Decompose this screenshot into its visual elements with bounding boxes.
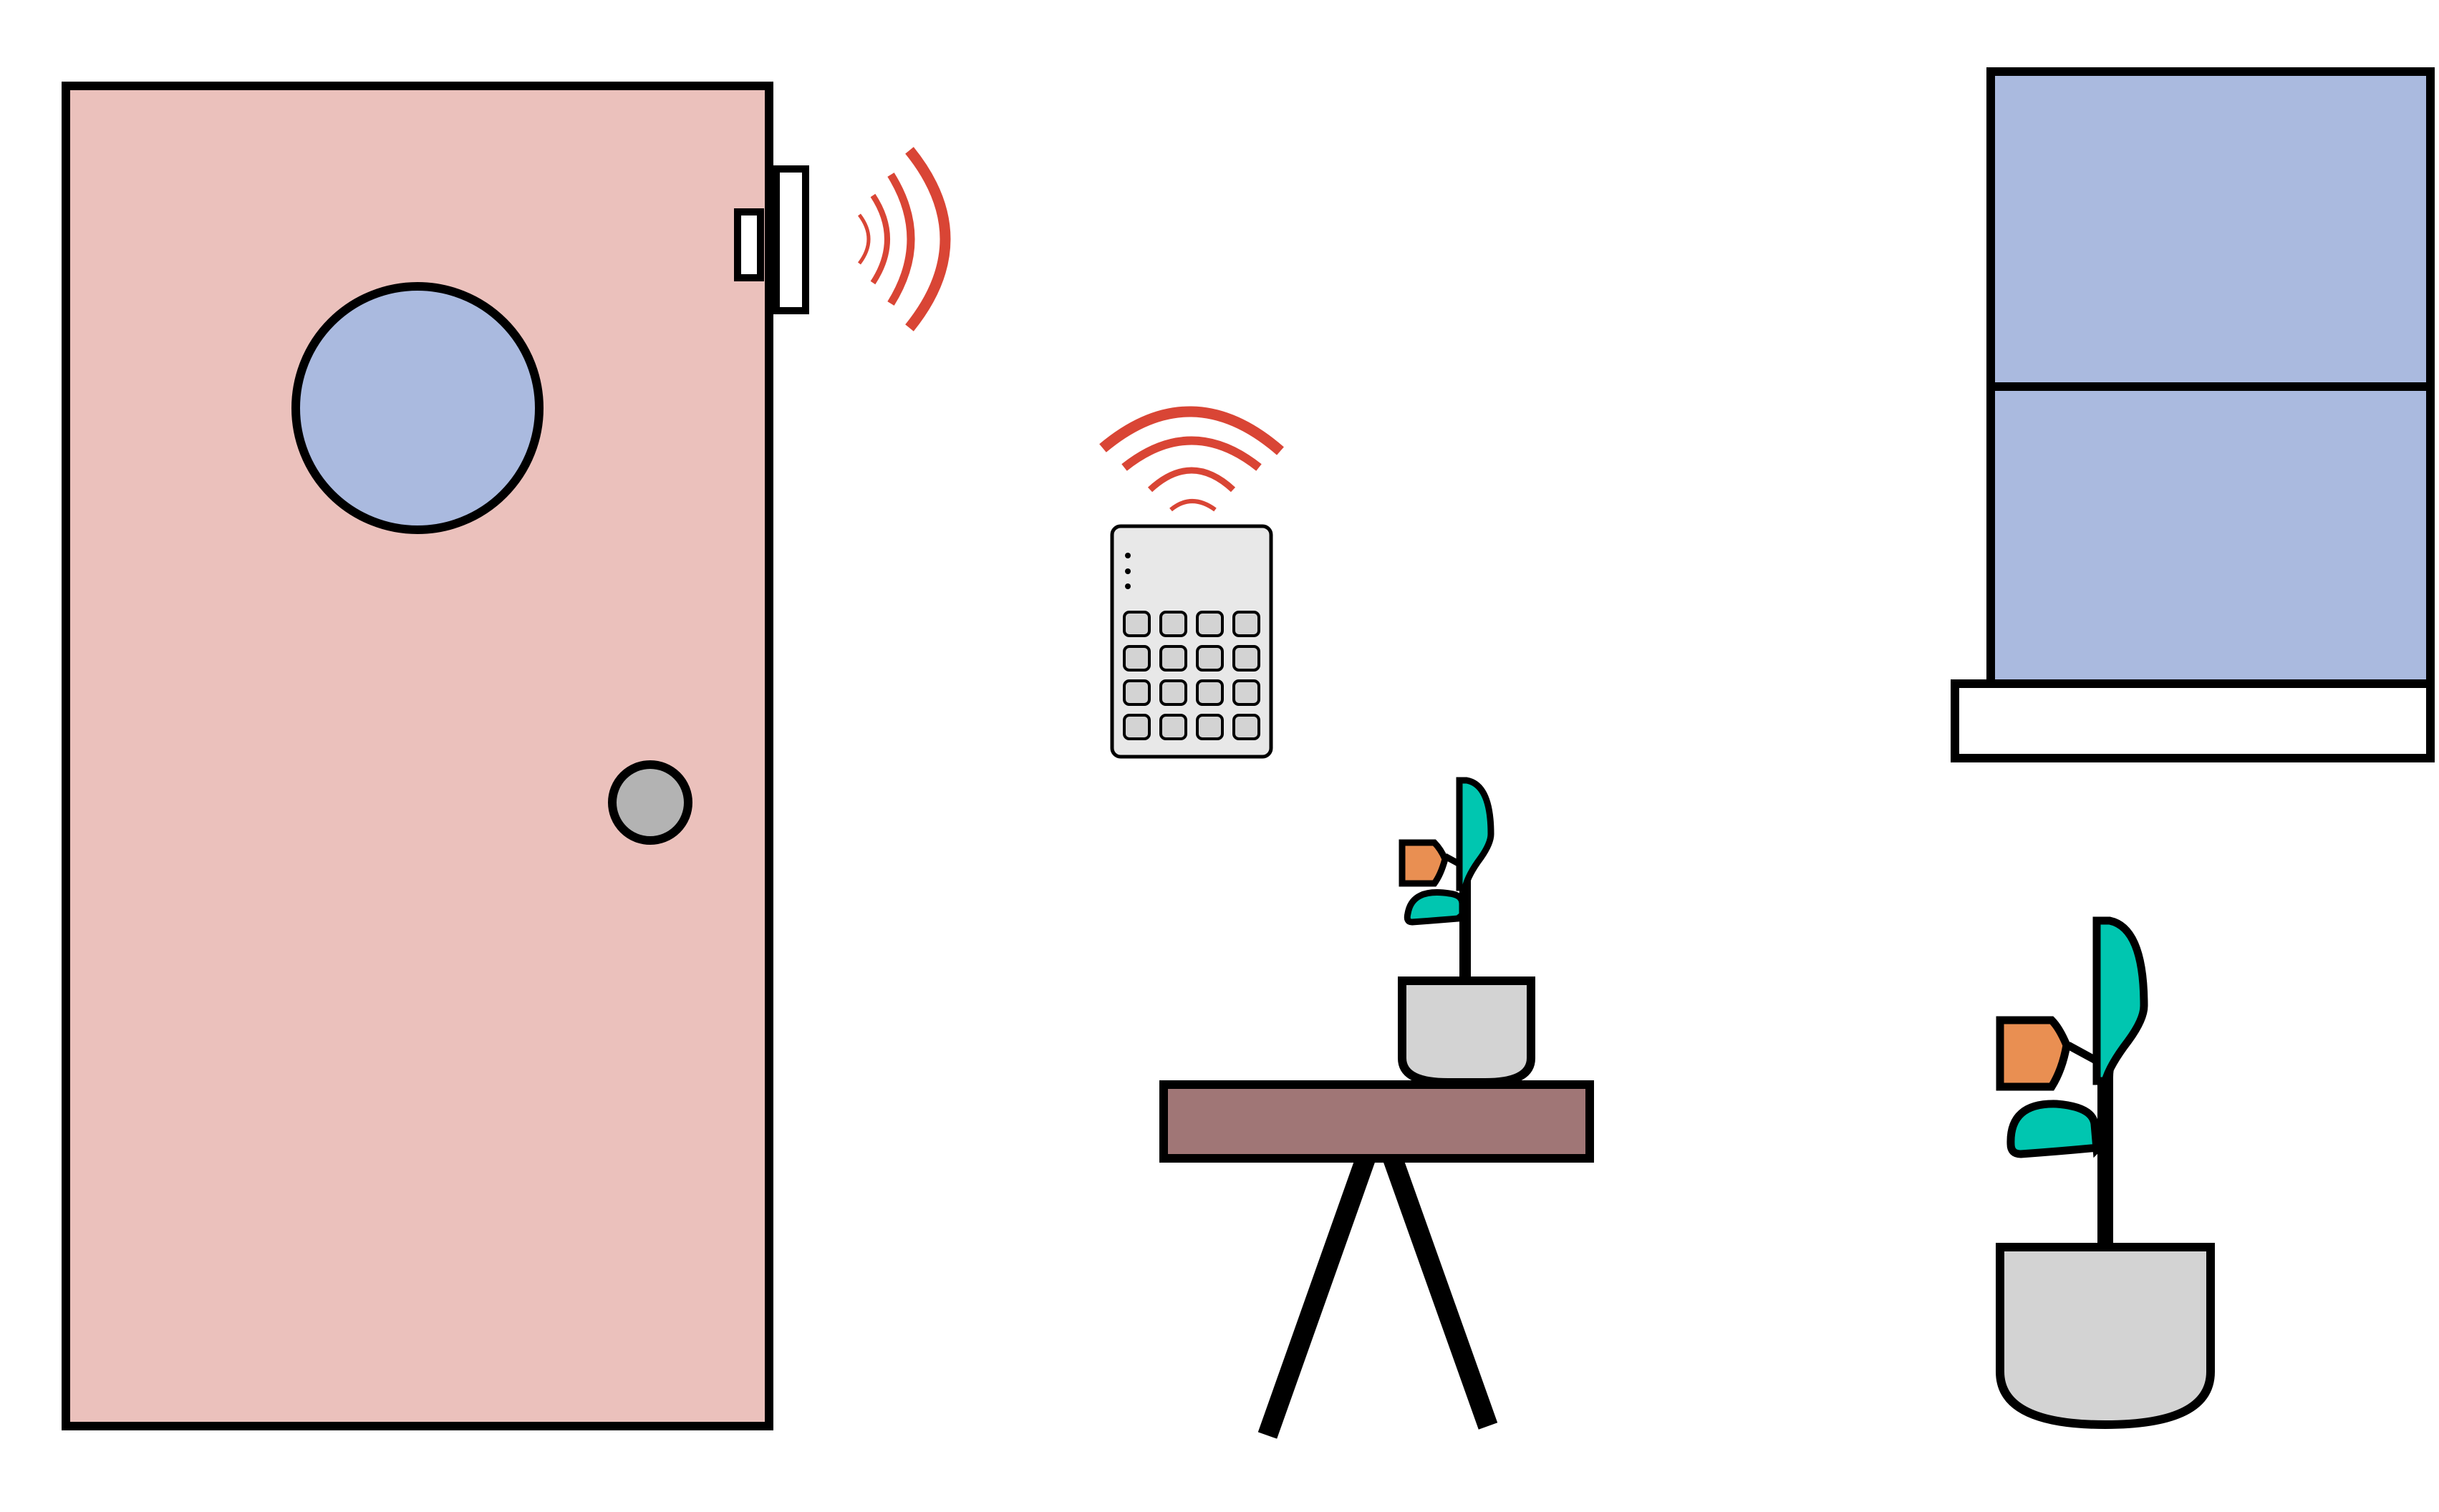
plant-pot: [1398, 976, 1535, 1087]
keypad-button: [1196, 611, 1224, 637]
keypad-button: [1123, 645, 1151, 672]
keypad-button: [1123, 714, 1151, 740]
indicator-dot: [1125, 568, 1131, 574]
small-plant-icon: [1398, 777, 1535, 1087]
keypad-buttons: [1123, 611, 1260, 740]
sensor-wave-2: [870, 193, 890, 285]
indicator-dot: [1125, 583, 1131, 589]
keypad-button: [1232, 611, 1260, 637]
keypad-body: [1110, 524, 1273, 759]
table-icon: [1159, 1080, 1594, 1439]
keypad-button: [1159, 679, 1187, 706]
plant-leaf-tall: [1456, 777, 1494, 891]
table-leg-right: [1381, 1149, 1498, 1430]
door: [62, 82, 773, 1430]
table-top: [1159, 1080, 1594, 1163]
plant-flower: [1996, 1016, 2071, 1091]
window-lower-pane: [1986, 382, 2435, 688]
sensor-wave-1: [857, 213, 871, 265]
keypad-button: [1159, 645, 1187, 672]
door-sensor-wifi-signal-icon: [857, 147, 951, 331]
keypad-button: [1196, 714, 1224, 740]
table-leg-left: [1257, 1149, 1378, 1439]
keypad-button: [1123, 679, 1151, 706]
plant-leaf-small: [1404, 889, 1466, 926]
door-knob: [608, 760, 692, 845]
keypad-button: [1196, 645, 1224, 672]
sensor-magnet: [734, 208, 764, 281]
keypad-wave-1: [1169, 499, 1217, 512]
keypad-button: [1159, 611, 1187, 637]
keypad-wave-2: [1147, 467, 1236, 493]
window-sill: [1951, 679, 2435, 762]
plant-pot: [1996, 1243, 2215, 1430]
door-porthole-window: [291, 282, 544, 534]
window-upper-pane: [1986, 67, 2435, 391]
plant-leaf-small: [2006, 1100, 2109, 1158]
keypad-indicator-lights: [1125, 553, 1131, 589]
door-sensor-icon: [734, 165, 809, 314]
floor-plant-icon: [1996, 916, 2215, 1430]
keypad-button: [1123, 611, 1151, 637]
keypad-button: [1232, 645, 1260, 672]
sensor-wave-4: [905, 147, 951, 331]
keypad-wave-4: [1099, 406, 1284, 455]
plant-flower: [1399, 839, 1449, 887]
plant-leaf-tall: [2092, 916, 2148, 1085]
keypad-button: [1196, 679, 1224, 706]
indicator-dot: [1125, 553, 1131, 558]
keypad-button: [1159, 714, 1187, 740]
keypad-button: [1232, 679, 1260, 706]
sensor-wave-3: [887, 173, 915, 306]
keypad-wave-3: [1121, 436, 1262, 471]
keypad-button: [1232, 714, 1260, 740]
keypad-wifi-signal-icon: [1099, 406, 1284, 512]
keypad-icon: [1099, 406, 1284, 759]
sensor-body: [773, 165, 809, 314]
window-icon: [1951, 67, 2435, 762]
